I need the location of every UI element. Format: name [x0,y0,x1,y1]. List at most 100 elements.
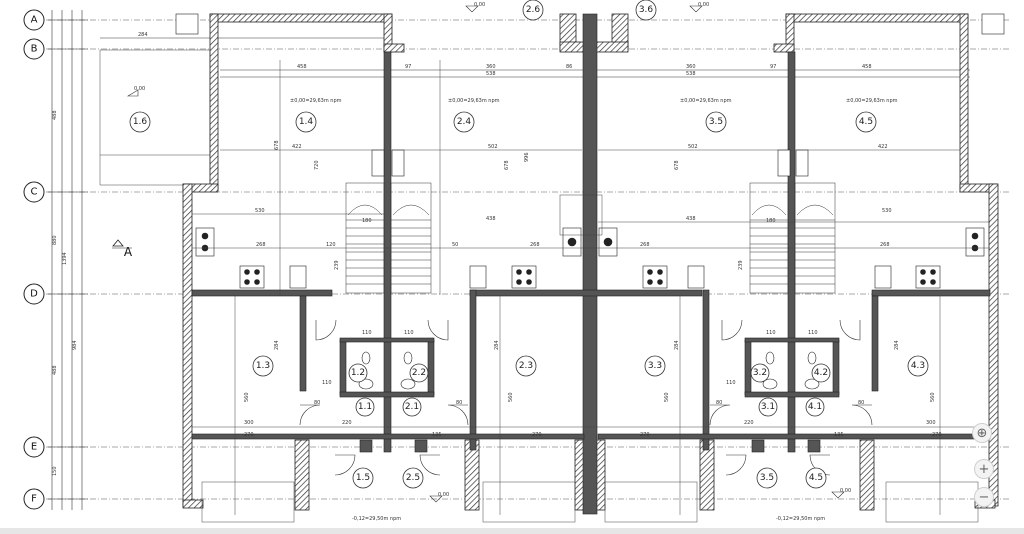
dim-label: 135 [432,432,442,438]
dim-label: 268 [256,242,266,248]
room-1-4: 1.4 [299,117,314,127]
room-3-6: 3.6 [639,5,654,15]
room-1-2: 1.2 [351,368,365,378]
dim-label: 270 [532,432,542,438]
room-2-4: 2.4 [457,117,472,127]
room-2-5: 2.5 [406,473,420,483]
dim-label: 300 [244,420,254,426]
dim-label: 488 [52,110,58,120]
dim-label: 150 [52,466,58,476]
room-labels: 1.6 1.4 2.4 3.5 4.5 1.3 1.2 2.2 2.3 3.3 … [129,0,929,489]
dim-label: 984 [72,340,78,350]
door-swings [299,319,873,476]
dim-label: 422 [292,144,302,150]
section-marker: A [112,239,133,259]
zoom-out-button[interactable]: − [974,487,994,507]
dim-label: 538 [686,71,696,77]
dim-label: 1394 [62,252,68,265]
dim-label: 502 [488,144,498,150]
terrace-outline: 0,00 [99,49,211,186]
dim-label: 880 [52,235,58,245]
level-mark: 0,00 [134,86,145,92]
room-1-1: 1.1 [358,402,372,412]
bathroom-fixtures [358,351,820,390]
dim-label: 80 [456,400,462,406]
interior-walls [191,13,991,515]
level-notes: ±0,00=29,63m npm ±0,00=29,63m npm ±0,00=… [290,2,898,522]
dim-label: 135 [834,432,844,438]
kitchen-fixtures [175,13,1005,289]
dim-label: 530 [882,208,892,214]
dim-label: 80 [858,400,864,406]
dim-label: 180 [766,218,776,224]
level-mark-bottom-left: 0,00 [438,492,449,498]
dim-label: 268 [880,242,890,248]
zoom-in-button[interactable]: + [974,459,994,479]
dim-label: 530 [255,208,265,214]
dim-label: 560 [930,392,936,402]
level-mark-top-left: 0,00 [474,2,485,8]
target-icon[interactable]: ⊕ [972,423,992,443]
dim-label: 50 [452,242,458,248]
level-mark-bottom-right: 0,00 [840,488,851,494]
dim-label: 678 [504,160,510,170]
dim-label: 502 [688,144,698,150]
dim-label: 438 [686,216,696,222]
dim-label: 268 [640,242,650,248]
dim-label: 110 [322,380,332,386]
room-1-5: 1.5 [356,473,370,483]
dim-label: 97 [405,64,411,70]
dim-label: 560 [508,392,514,402]
dim-label: 110 [726,380,736,386]
outer-walls [182,13,999,511]
dim-label: 80 [716,400,722,406]
level-note-1-4: ±0,00=29,63m npm [290,98,342,104]
dim-label: 239 [334,260,340,270]
dim-label: 80 [314,400,320,406]
dim-label: 284 [138,32,148,38]
section-marker-label: A [124,245,133,259]
axis-label-f: F [31,494,37,505]
dim-label: 458 [297,64,307,70]
dim-label: 538 [486,71,496,77]
room-3-3: 3.3 [648,361,662,371]
dim-label: 560 [244,392,250,402]
level-note-bottom-right: -0,12=29,50m npm [776,516,825,522]
staircases [345,182,836,294]
axis-label-d: D [30,289,38,300]
level-note-bottom-left: -0,12=29,50m npm [352,516,401,522]
room-4-1: 4.1 [808,402,822,412]
room-3-5: 3.5 [709,117,723,127]
room-3-2: 3.2 [753,368,767,378]
dim-label: 268 [530,242,540,248]
level-note-2-4: ±0,00=29,63m npm [448,98,500,104]
dim-label: 110 [362,330,372,336]
dim-label: 284 [274,340,280,350]
level-mark-top-right: 0,00 [698,2,709,8]
axis-label-e: E [31,442,37,453]
dim-label: 284 [674,340,680,350]
room-2-6: 2.6 [526,5,541,15]
dim-label: 360 [686,64,696,70]
horizontal-scrollbar[interactable] [0,528,1024,534]
inner-dimension-labels: 422 502 502 422 678 720 678 996 678 530 … [244,140,942,438]
dim-label: 270 [640,432,650,438]
dim-label: 97 [770,64,776,70]
dim-label: 110 [766,330,776,336]
room-4-3: 4.3 [911,361,925,371]
top-dimension-labels: 284 97 360 538 86 538 360 97 458 458 [138,32,872,77]
dim-label: 438 [486,216,496,222]
axis-label-c: C [31,187,38,198]
dim-label: 720 [314,160,320,170]
dim-label: 284 [494,340,500,350]
dim-label: 300 [926,420,936,426]
bottom-terraces [201,194,979,523]
axis-bubbles: A B C D E F [23,9,45,510]
level-note-3-5: ±0,00=29,63m npm [680,98,732,104]
dim-label: 560 [664,392,670,402]
level-note-4-5: ±0,00=29,63m npm [846,98,898,104]
dim-label: 422 [878,144,888,150]
dim-label: 86 [566,64,572,70]
room-2-1: 2.1 [405,402,419,412]
